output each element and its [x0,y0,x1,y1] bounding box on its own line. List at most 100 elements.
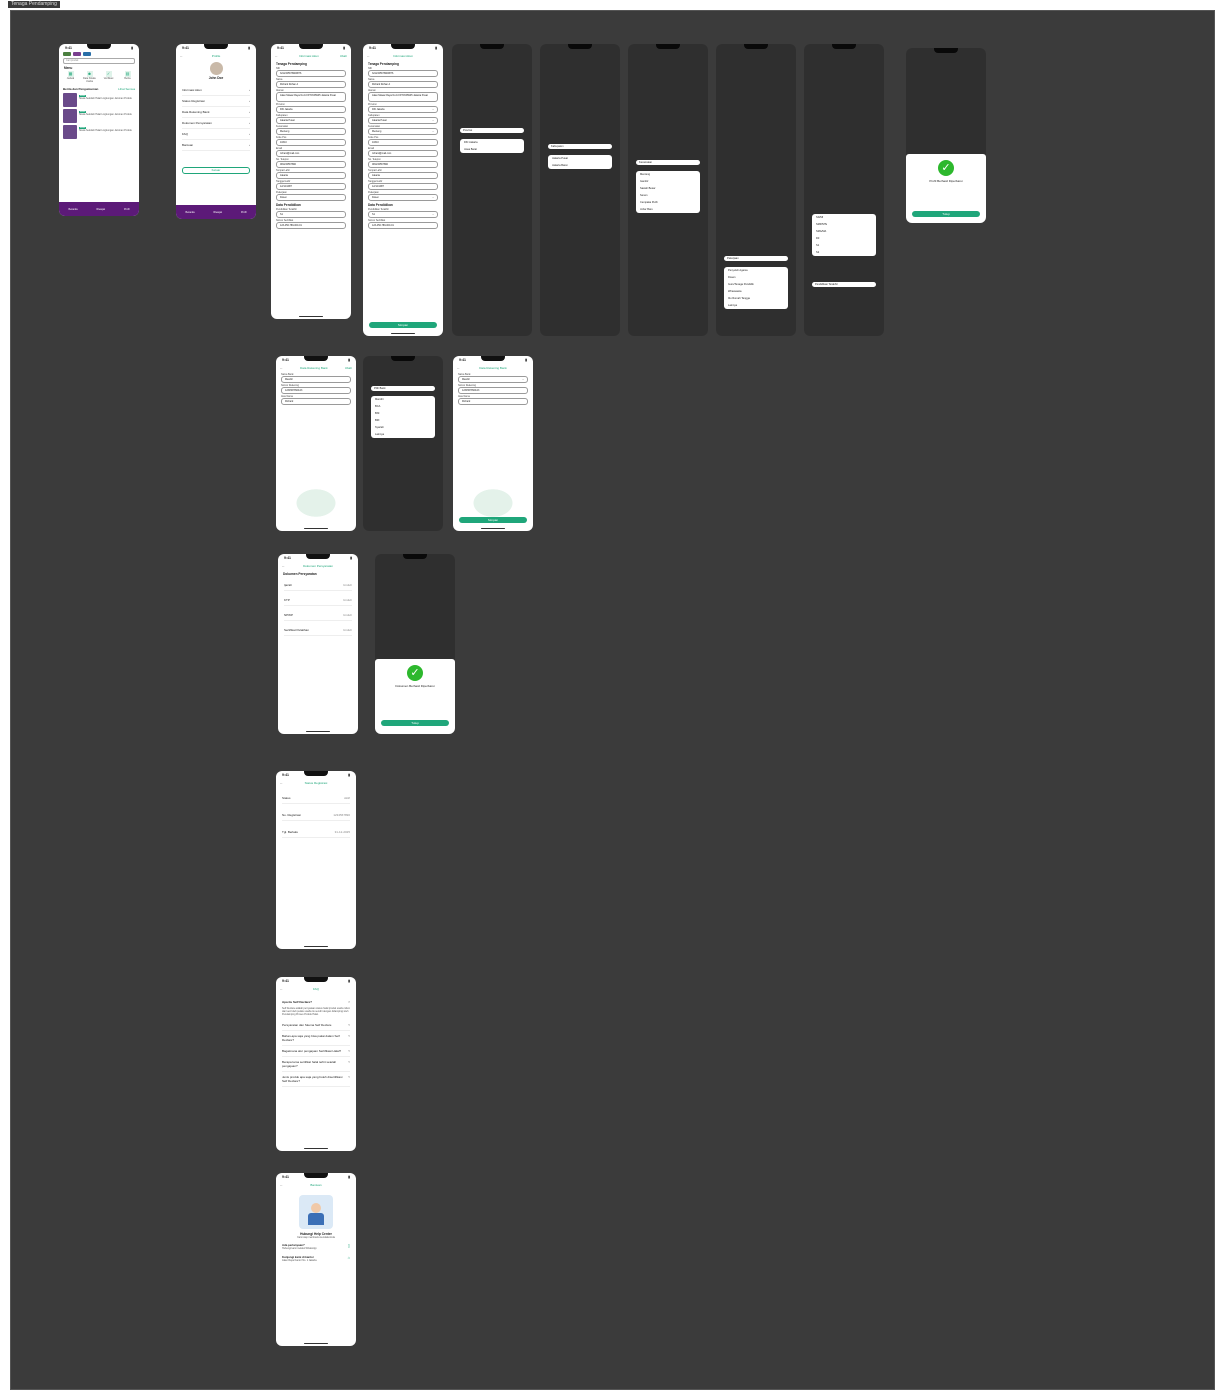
overlay[interactable] [804,44,884,336]
news-more-link[interactable]: Lihat Semua [118,87,135,91]
faq-item-open[interactable]: Apa itu Self Declare?˄ [282,1000,350,1004]
option-item[interactable]: Lainnya [728,304,738,307]
option-item[interactable]: Senen [640,194,648,197]
option-item[interactable]: Wiraswasta [728,290,742,293]
kecamatan-select[interactable]: Kecamatan [636,160,700,165]
option-item[interactable]: Mandiri [375,398,384,401]
nav-profile[interactable]: Profil [124,207,130,211]
option-item[interactable]: Johar Baru [640,208,653,211]
provinsi-select[interactable]: Provinsi [460,128,524,133]
overlay[interactable] [363,356,443,531]
overlay[interactable] [452,44,532,336]
option-item[interactable]: Menteng [640,173,651,176]
option-item[interactable]: Ibu Rumah Tangga [728,297,750,300]
edit-link[interactable]: Ubah [339,54,347,58]
phone-icon: ▯ [347,1243,350,1248]
logo-icon [63,52,71,56]
save-button[interactable]: Simpan [459,517,527,523]
option-item[interactable]: D3 [816,237,820,240]
option-item[interactable]: SD/MI [816,216,824,219]
download-link[interactable]: Unduh [343,583,352,587]
menu-item-pelaku[interactable]: ☻Data Pelaku Usaha [82,71,97,83]
option-item[interactable]: BRI [375,419,380,422]
back-arrow-icon[interactable]: ← [280,1183,283,1187]
option-item[interactable]: Guru/Tenaga Pendidik [728,283,754,286]
option-item[interactable]: BNI [375,412,380,415]
faq-item[interactable]: Bagaimana alur pengajuan Sertifikasi Hal… [282,1046,350,1057]
close-button[interactable]: Tutup [912,211,980,217]
profile-item-bank[interactable]: Data Rekening Bank› [182,107,250,118]
success-modal: ✓ Profil Berhasil Diperbarui Tutup [906,154,986,223]
provinsi-options: DKI Jakarta Jawa Barat [460,139,524,153]
option-item[interactable]: DKI Jakarta [464,141,478,144]
option-item[interactable]: SMA/MA [816,230,827,233]
back-arrow-icon[interactable]: ← [457,366,460,370]
search-input[interactable]: Cari produk [63,58,135,64]
close-button[interactable]: Tutup [381,720,449,726]
option-item[interactable]: SMP/MTs [816,223,828,226]
back-arrow-icon[interactable]: ← [280,987,283,991]
download-link[interactable]: Unduh [343,613,352,617]
option-item[interactable]: Sawah Besar [640,187,656,190]
faq-item[interactable]: Persyaratan dan Skema Self Declare˅ [282,1020,350,1031]
option-item[interactable]: Syariah [375,426,384,429]
back-arrow-icon[interactable]: ← [280,781,283,785]
pendidikan-picker-screen: SD/MI SMP/MTs SMA/MA D3 S1 S2 Pendidikan… [804,44,884,336]
menu-item-jadwal[interactable]: ▦Jadwal [66,71,75,80]
profile-item-documents[interactable]: Dokumen Persyaratan› [182,118,250,129]
option-item[interactable]: S1 [816,244,820,247]
home-indicator [481,528,505,529]
menu-item-berita[interactable]: ▤Berita [124,71,131,80]
back-arrow-icon[interactable]: ← [367,54,370,58]
option-item[interactable]: Dosen [728,276,736,279]
nav-history[interactable]: Riwayat [213,210,223,214]
menu-item-verifikasi[interactable]: ✓Verifikasi [103,71,114,80]
help-item-whatsapp[interactable]: Ada pertanyaan?Hubungi kami melalui What… [282,1243,350,1250]
edit-link[interactable]: Ubah [344,366,352,370]
back-arrow-icon[interactable]: ← [275,54,278,58]
nav-home[interactable]: Beranda [185,210,195,214]
pekerjaan-select[interactable]: Pekerjaan [724,256,788,261]
back-arrow-icon[interactable]: ← [180,54,183,58]
option-item[interactable]: Lainnya [375,433,385,436]
faq-item[interactable]: Jenis produk apa saja yang boleh diserti… [282,1072,350,1087]
back-arrow-icon[interactable]: ← [280,366,283,370]
save-button[interactable]: Simpan [369,322,437,328]
option-item[interactable]: BCA [375,405,381,408]
nav-profile[interactable]: Profil [241,210,247,214]
option-item[interactable]: Cempaka Putih [640,201,658,204]
logout-button[interactable]: Keluar [182,167,250,174]
kabupaten-select[interactable]: Kabupaten [548,144,612,149]
nav-home[interactable]: Beranda [68,207,78,211]
faq-item[interactable]: Berapa lama sertifikat halal terbit sete… [282,1057,350,1072]
profile-item-registration[interactable]: Status Registrasi› [182,96,250,107]
profile-item-account[interactable]: Informasi Akun› [182,85,250,96]
option-item[interactable]: Jakarta Barat [552,164,568,167]
option-item[interactable]: Gambir [640,180,649,183]
profile-item-help[interactable]: Bantuan› [182,140,250,151]
overlay[interactable] [540,44,620,336]
pendidikan-select[interactable]: Pendidikan Terakhir [812,282,876,287]
profile-item-faq[interactable]: FAQ› [182,129,250,140]
download-link[interactable]: Unduh [343,628,352,632]
bank-select[interactable]: Pilih Bank [371,386,435,391]
faq-item[interactable]: Bahan-apa saja yang bisa pakai dalam Sel… [282,1031,350,1046]
nav-history[interactable]: Riwayat [96,207,106,211]
download-link[interactable]: Unduh [343,598,352,602]
option-item[interactable]: S2 [816,251,820,254]
option-item[interactable]: Jawa Barat [464,148,477,151]
frame-label: Tenaga Pendamping [8,1,60,8]
option-item[interactable]: Penyuluh Agama [728,269,748,272]
option-item[interactable]: Jakarta Pusat [552,157,568,160]
back-arrow-icon[interactable]: ← [282,564,285,568]
